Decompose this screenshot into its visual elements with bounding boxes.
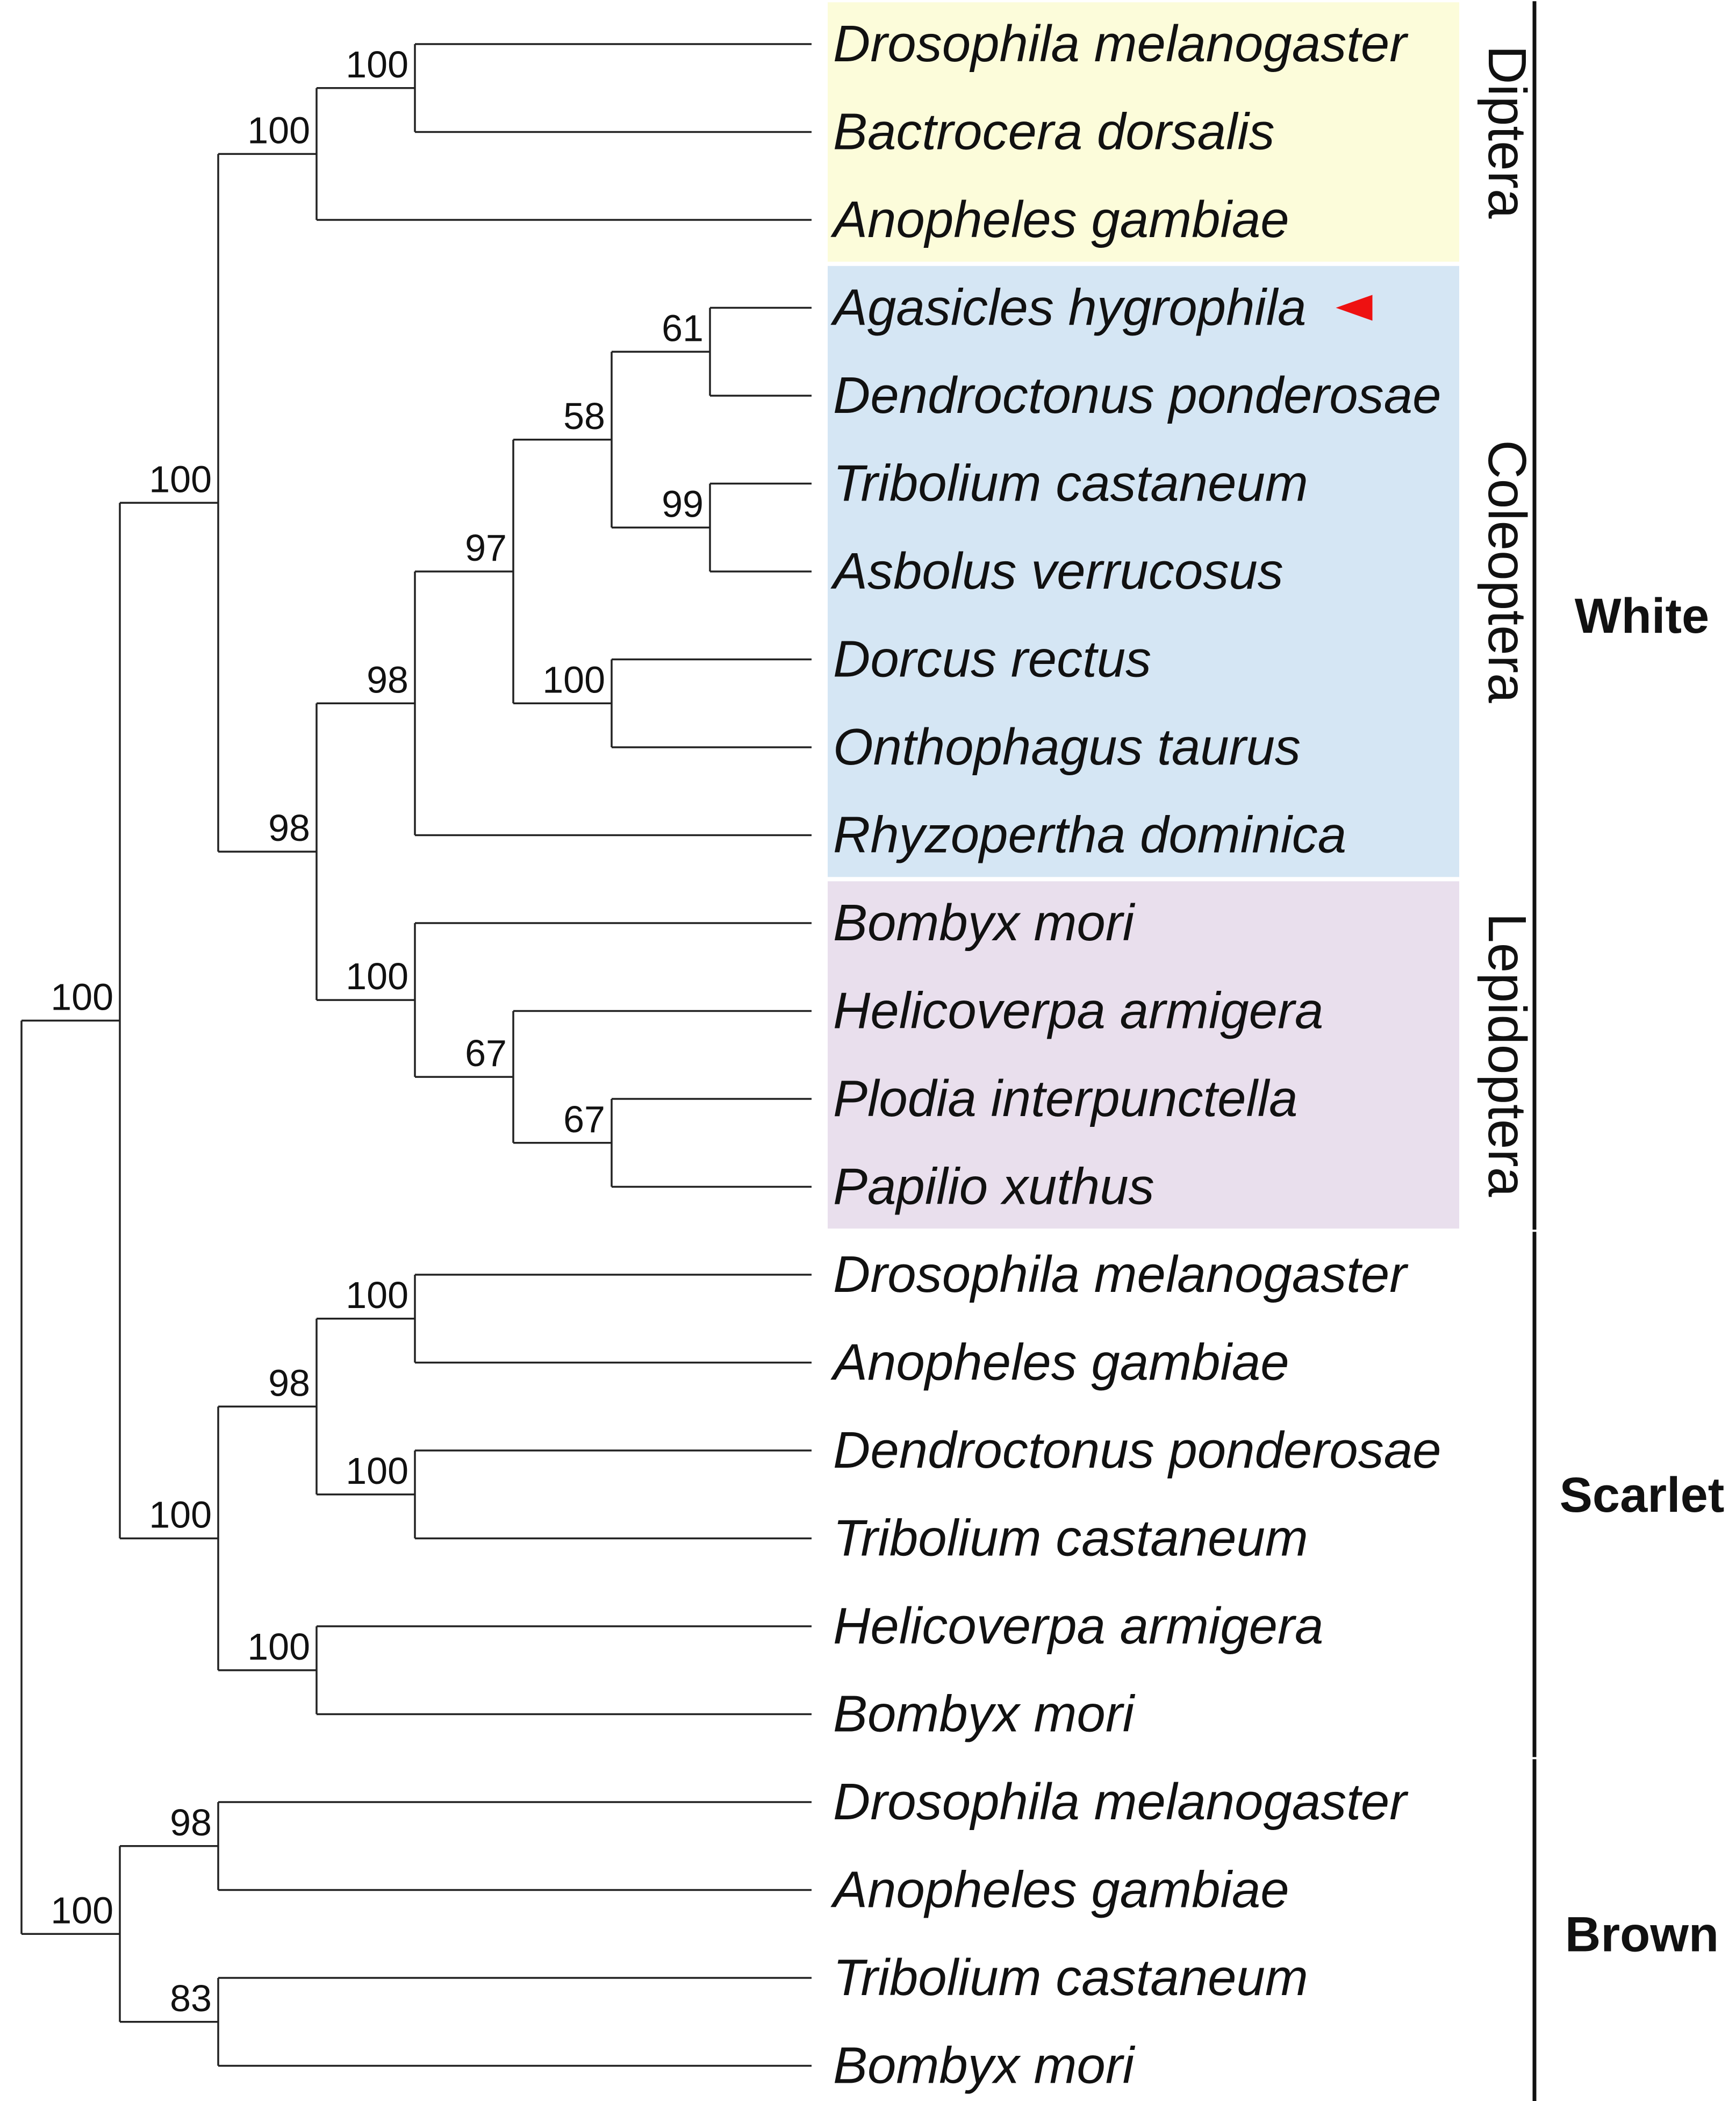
taxon-label: Drosophila melanogaster [833,15,1409,73]
taxon-label: Papilio xuthus [833,1158,1154,1216]
taxon-label: Anopheles gambiae [830,1861,1289,1919]
group-label: Scarlet [1560,1468,1725,1523]
taxon-label: Asbolus verrucosus [830,542,1283,600]
taxon-label: Agasicles hygrophila [830,279,1307,337]
order-shading-diptera [828,2,1459,262]
order-label: Lepidoptera [1477,913,1537,1197]
bootstrap-support-value: 83 [170,1977,212,2019]
bootstrap-support-value: 100 [149,1494,212,1536]
taxon-label: Dendroctonus ponderosae [833,367,1441,424]
bootstrap-support-value: 67 [563,1098,605,1140]
taxon-label: Bombyx mori [833,1685,1136,1743]
branch-layer [20,43,812,2067]
taxon-label: Tribolium castaneum [833,1949,1308,2006]
taxon-label: Bactrocera dorsalis [833,103,1275,161]
bootstrap-support-value: 100 [247,1626,310,1668]
bootstrap-support-value: 100 [346,955,408,997]
bootstrap-support-value: 58 [563,395,605,437]
order-shading-layer [828,2,1459,1229]
taxon-label: Helicoverpa armigera [833,1597,1323,1655]
order-shading-lepidoptera [828,881,1459,1229]
taxon-label: Onthophagus taurus [833,718,1301,776]
taxon-label: Dorcus rectus [833,631,1151,688]
taxon-label: Anopheles gambiae [830,191,1289,248]
order-label: Coleoptera [1477,440,1537,703]
taxon-label: Plodia interpunctella [833,1070,1298,1127]
support-values-layer: 100 100 100 100 98 98 97 58 61 99 100 100 67 67 100 98 1… [51,44,704,2019]
bootstrap-support-value: 67 [465,1032,507,1074]
taxon-label: Tribolium castaneum [833,1510,1308,1567]
bootstrap-support-value: 100 [346,1274,408,1316]
bootstrap-support-value: 100 [346,44,408,85]
bootstrap-support-value: 98 [367,659,408,701]
order-label: Diptera [1477,45,1537,219]
bootstrap-support-value: 97 [465,527,507,569]
taxon-label: Bombyx mori [833,894,1136,952]
taxon-label: Helicoverpa armigera [833,982,1323,1040]
taxon-label: Tribolium castaneum [833,455,1308,512]
taxon-label: Dendroctonus ponderosae [833,1421,1441,1479]
bootstrap-support-value: 98 [268,807,310,849]
taxon-label: Bombyx mori [833,2037,1136,2095]
bootstrap-support-value: 100 [149,458,212,500]
bootstrap-support-value: 100 [346,1450,408,1492]
taxon-label: Anopheles gambiae [830,1334,1289,1391]
group-label: Brown [1565,1907,1719,1962]
taxon-label: Drosophila melanogaster [833,1773,1409,1831]
taxon-label: Rhyzopertha dominica [833,806,1346,864]
group-label: White [1575,589,1709,644]
bootstrap-support-value: 100 [51,976,113,1018]
bootstrap-support-value: 98 [170,1802,212,1843]
bootstrap-support-value: 100 [51,1889,113,1931]
bootstrap-support-value: 100 [247,109,310,151]
bootstrap-support-value: 61 [662,307,704,349]
bootstrap-support-value: 100 [542,659,605,701]
taxon-label: Drosophila melanogaster [833,1246,1409,1303]
order-shading-coleoptera [828,266,1459,877]
bootstrap-support-value: 99 [662,483,704,525]
bootstrap-support-value: 98 [268,1362,310,1404]
red-triangle-pointer-icon [1336,295,1373,321]
